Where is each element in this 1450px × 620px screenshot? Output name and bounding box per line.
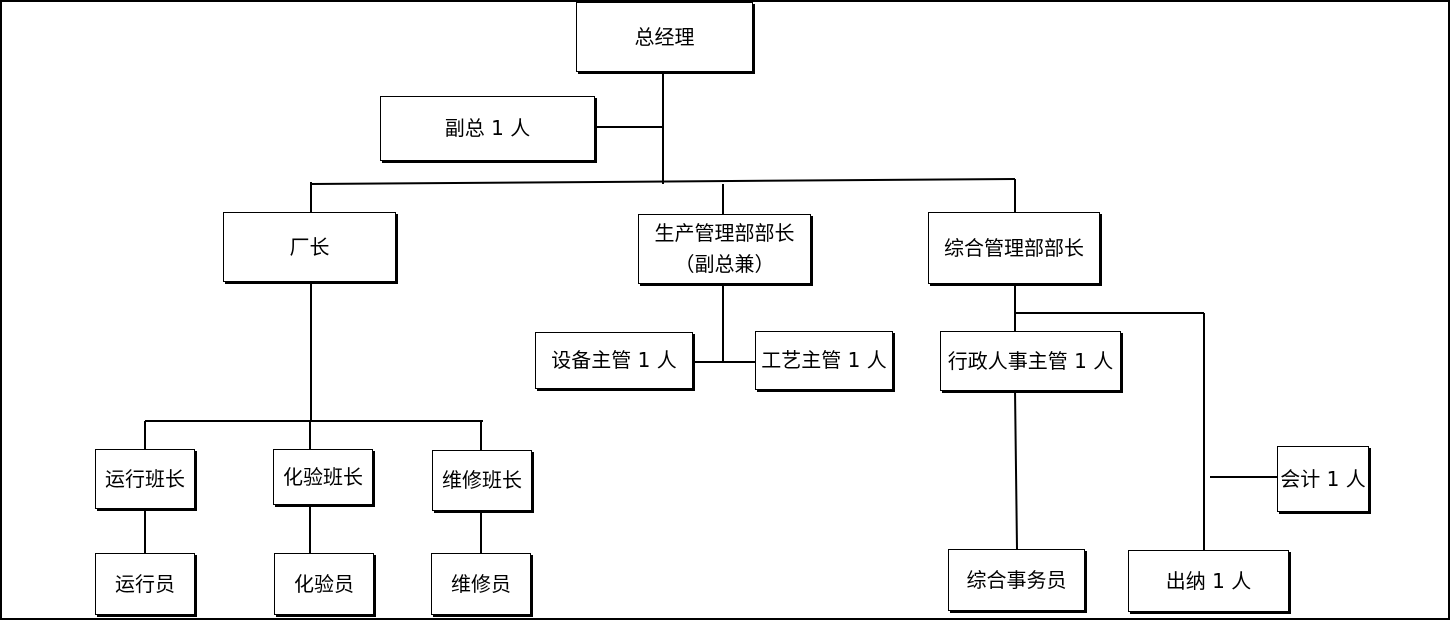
node-factory-director: 厂长 [223, 212, 396, 282]
node-maintenance-team-lead: 维修班长 [432, 450, 532, 511]
node-label: 副总 1 人 [444, 116, 531, 140]
node-label: 工艺主管 1 人 [761, 348, 887, 372]
node-label: 行政人事主管 1 人 [947, 348, 1114, 373]
node-process-supervisor: 工艺主管 1 人 [755, 331, 893, 390]
node-label: 厂长 [289, 234, 330, 259]
node-label: 会计 1 人 [1280, 466, 1366, 491]
connector-level2-bus [310, 178, 1016, 185]
node-label: 出纳 1 人 [1165, 568, 1252, 593]
node-label: 运行班长 [105, 466, 185, 491]
node-label: 综合管理部部长 [944, 235, 1084, 260]
node-accountant: 会计 1 人 [1277, 446, 1369, 512]
connector-clerk [1014, 389, 1018, 550]
node-maintenance-staff: 维修员 [431, 553, 531, 615]
node-deputy: 副总 1 人 [380, 96, 595, 161]
node-run-staff: 运行员 [95, 553, 195, 615]
node-label: 化验班长 [283, 464, 363, 489]
node-run-team-lead: 运行班长 [95, 449, 195, 509]
node-label: 维修员 [451, 571, 511, 596]
node-label: 维修班长 [442, 468, 522, 492]
node-label: 设备主管 1 人 [551, 348, 677, 372]
node-label-sub: （副总兼） [674, 252, 775, 276]
node-label: 化验员 [294, 571, 354, 596]
node-lab-team-lead: 化验班长 [273, 449, 373, 505]
node-cashier: 出纳 1 人 [1128, 550, 1289, 612]
node-label: 综合事务员 [966, 567, 1067, 592]
node-general-clerk: 综合事务员 [948, 549, 1085, 611]
node-general-manager: 总经理 [576, 2, 753, 72]
node-lab-staff: 化验员 [274, 553, 374, 615]
node-label: 运行员 [115, 571, 175, 596]
node-admin-head: 综合管理部部长 [928, 212, 1100, 284]
node-hr-supervisor: 行政人事主管 1 人 [940, 331, 1121, 391]
node-equipment-supervisor: 设备主管 1 人 [535, 332, 693, 389]
node-production-head: 生产管理部部长 （副总兼） [638, 214, 811, 284]
node-label: 生产管理部部长 [654, 221, 795, 245]
node-label: 总经理 [634, 24, 695, 49]
